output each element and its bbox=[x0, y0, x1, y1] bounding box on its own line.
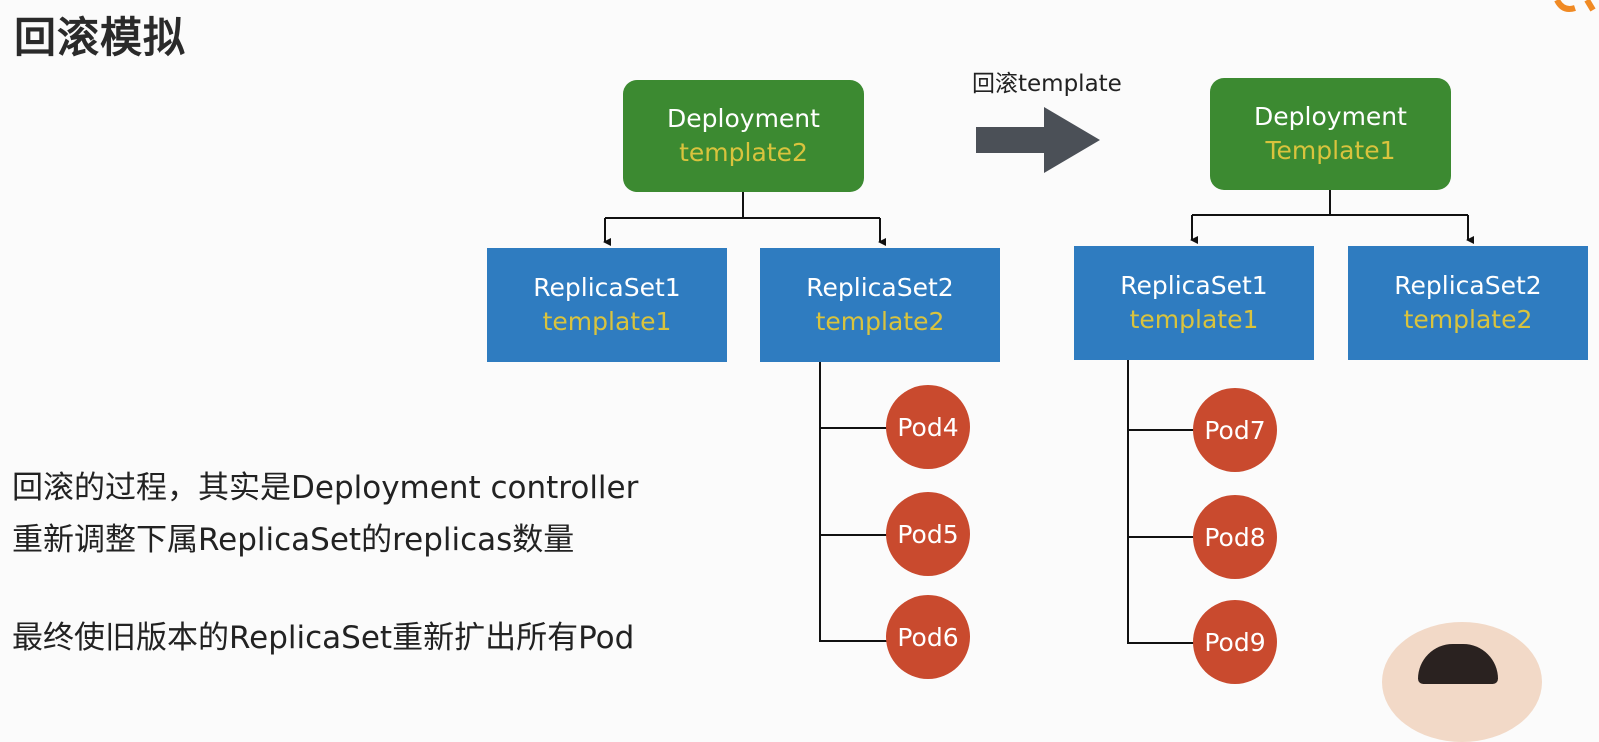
right-pod-connector bbox=[1127, 360, 1195, 644]
pod-node: Pod6 bbox=[886, 595, 970, 679]
pod-node: Pod7 bbox=[1193, 388, 1277, 472]
pod-node: Pod4 bbox=[886, 385, 970, 469]
pod-node: Pod9 bbox=[1193, 600, 1277, 684]
left-replicaset1-node: ReplicaSet1 template1 bbox=[487, 248, 727, 362]
left-deployment-title: Deployment bbox=[667, 104, 820, 133]
explanation-line-2: 重新调整下属ReplicaSet的replicas数量 bbox=[12, 522, 575, 558]
pod-node: Pod5 bbox=[886, 492, 970, 576]
left-pod-connector bbox=[819, 362, 888, 642]
left-replicaset2-template: template2 bbox=[815, 307, 945, 336]
right-deployment-node: Deployment Template1 bbox=[1210, 78, 1451, 190]
left-deployment-template: template2 bbox=[679, 138, 808, 167]
right-deployment-template: Template1 bbox=[1265, 136, 1396, 165]
conclusion-line: 最终使旧版本的ReplicaSet重新扩出所有Pod bbox=[12, 620, 635, 656]
left-replicaset2-node: ReplicaSet2 template2 bbox=[760, 248, 1000, 362]
pod-node: Pod8 bbox=[1193, 495, 1277, 579]
big-arrow-icon bbox=[976, 107, 1100, 173]
left-deployment-node: Deployment template2 bbox=[623, 80, 864, 192]
right-replicaset1-title: ReplicaSet1 bbox=[1120, 271, 1268, 300]
logo-icon bbox=[1554, 0, 1596, 12]
right-deployment-title: Deployment bbox=[1254, 102, 1407, 131]
left-replicaset1-title: ReplicaSet1 bbox=[533, 273, 681, 302]
presenter-hair bbox=[1418, 644, 1498, 684]
left-replicaset1-template: template1 bbox=[542, 307, 672, 336]
page-title: 回滚模拟 bbox=[14, 13, 187, 62]
left-replicaset2-title: ReplicaSet2 bbox=[806, 273, 954, 302]
right-replicaset1-node: ReplicaSet1 template1 bbox=[1074, 246, 1314, 360]
left-deploy-connector bbox=[603, 192, 886, 246]
right-replicaset2-node: ReplicaSet2 template2 bbox=[1348, 246, 1588, 360]
right-replicaset2-title: ReplicaSet2 bbox=[1394, 271, 1542, 300]
right-deploy-connector bbox=[1190, 190, 1474, 244]
right-replicaset1-template: template1 bbox=[1129, 305, 1259, 334]
connector-lines bbox=[603, 107, 1474, 644]
right-replicaset2-template: template2 bbox=[1403, 305, 1533, 334]
arrow-label: 回滚template bbox=[972, 71, 1122, 97]
explanation-line-1: 回滚的过程，其实是Deployment controller bbox=[12, 470, 639, 506]
